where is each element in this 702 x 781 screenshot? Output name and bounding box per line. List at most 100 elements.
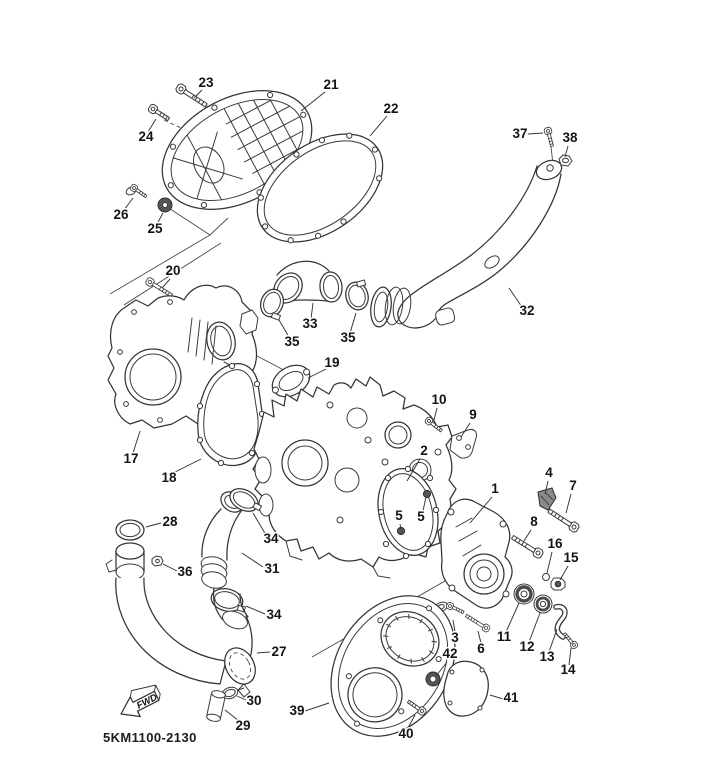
part-33-elbow-joint [273, 260, 343, 304]
leader-line-25 [156, 212, 164, 225]
part-32-air-duct [370, 159, 563, 329]
part-callout-6: 6 [477, 641, 485, 656]
leader-line-23 [193, 89, 203, 99]
part-callout-18: 18 [161, 470, 177, 485]
part-callout-14: 14 [560, 662, 576, 677]
part-4-bracket [537, 487, 557, 511]
part-callout-15: 15 [563, 550, 579, 565]
part-callout-21: 21 [323, 77, 339, 92]
leader-line-19 [307, 368, 327, 379]
part-5-dowel-upper [422, 489, 432, 499]
part-callout-28: 28 [162, 514, 178, 529]
leader-line-28 [145, 522, 162, 528]
leader-line-35 [349, 312, 357, 334]
leader-line-30 [236, 695, 247, 701]
leader-line-33 [310, 302, 314, 320]
part-callout-30: 30 [246, 693, 261, 708]
leader-line-1 [469, 496, 493, 524]
leader-line-5 [399, 523, 402, 530]
part-callout-17: 17 [123, 451, 138, 466]
part-6-bolt [463, 612, 492, 634]
part-9-bracket [449, 429, 477, 459]
leader-line-12 [528, 612, 541, 643]
leader-line-22 [369, 115, 388, 137]
fwd-arrow: FWD [120, 684, 161, 718]
leader-line-24 [147, 118, 157, 133]
leader-line-42 [435, 661, 448, 677]
part-38-nut [558, 154, 573, 167]
leader-line-26 [123, 197, 134, 211]
leader-line-18 [172, 458, 202, 474]
leader-line-11 [505, 602, 520, 633]
part-22-cover-gasket [256, 132, 384, 244]
part-callout-40: 40 [398, 726, 413, 741]
part-29-tube [206, 690, 226, 722]
part-35-clamp-right [345, 279, 369, 311]
leader-line-17 [132, 430, 141, 454]
part-callout-25: 25 [147, 221, 163, 236]
part-callout-24: 24 [138, 129, 154, 144]
part-27-y-duct [115, 577, 256, 698]
leader-line-36 [162, 563, 178, 572]
part-callout-8: 8 [530, 514, 538, 529]
duct-sleeve [105, 542, 145, 581]
part-11-oil-seal [513, 583, 535, 605]
part-16-washer [542, 573, 550, 581]
leader-line-20 [161, 278, 171, 289]
part-7-bolt [545, 506, 581, 534]
part-callout-29: 29 [235, 718, 250, 733]
leader-line-34 [245, 605, 266, 615]
part-19-retainer [271, 364, 311, 398]
part-2-pump-gasket [377, 465, 440, 560]
part-callout-13: 13 [539, 649, 555, 664]
leader-line-29 [224, 709, 240, 722]
leader-line-31 [241, 552, 264, 568]
part-callout-38: 38 [562, 130, 578, 145]
part-callout-10: 10 [431, 392, 446, 407]
leader-line-41 [489, 694, 504, 700]
leader-line-14 [568, 647, 572, 666]
leader-line-27 [256, 651, 271, 654]
part-36-nut [151, 555, 164, 567]
part-callout-41: 41 [503, 690, 519, 705]
leader-line-35 [278, 319, 290, 338]
leader-line-13 [548, 628, 558, 653]
part-callout-22: 22 [383, 101, 398, 116]
part-callout-9: 9 [469, 407, 477, 422]
part-callout-33: 33 [302, 316, 318, 331]
part-24-bolt [146, 102, 172, 124]
leader-line-9 [460, 422, 471, 438]
part-37-bolt [543, 126, 556, 148]
drawing-number: 5KM1100-2130 [103, 730, 197, 745]
part-callout-5: 5 [395, 508, 403, 523]
part-callout-12: 12 [519, 639, 534, 654]
leader-line-37 [527, 132, 544, 135]
part-28-ring [115, 519, 145, 541]
part-26-bolt-washer [125, 183, 149, 200]
part-callout-19: 19 [324, 355, 339, 370]
part-15-plug [550, 577, 566, 591]
part-callout-16: 16 [547, 536, 563, 551]
part-18-inner-gasket [196, 362, 266, 467]
part-callout-35: 35 [340, 330, 356, 345]
part-1-pump-cover [440, 498, 513, 609]
leader-line-38 [564, 145, 569, 158]
part-12-bearing [533, 594, 553, 614]
leader-line-6 [477, 630, 482, 644]
part-13-holder [553, 603, 568, 640]
leader-line-21 [300, 91, 326, 112]
leader-line-8 [523, 529, 532, 542]
part-callout-2: 2 [420, 443, 428, 458]
part-callout-5: 5 [417, 509, 425, 524]
part-25-grommet [157, 197, 173, 213]
part-8-bolt [509, 532, 545, 560]
leader-line-39 [304, 702, 330, 712]
part-callout-34: 34 [263, 531, 279, 546]
leader-line-16 [546, 551, 553, 574]
part-callout-3: 3 [451, 630, 459, 645]
part-callout-20: 20 [165, 263, 180, 278]
part-callout-27: 27 [271, 644, 286, 659]
leader-line-10 [433, 407, 438, 421]
